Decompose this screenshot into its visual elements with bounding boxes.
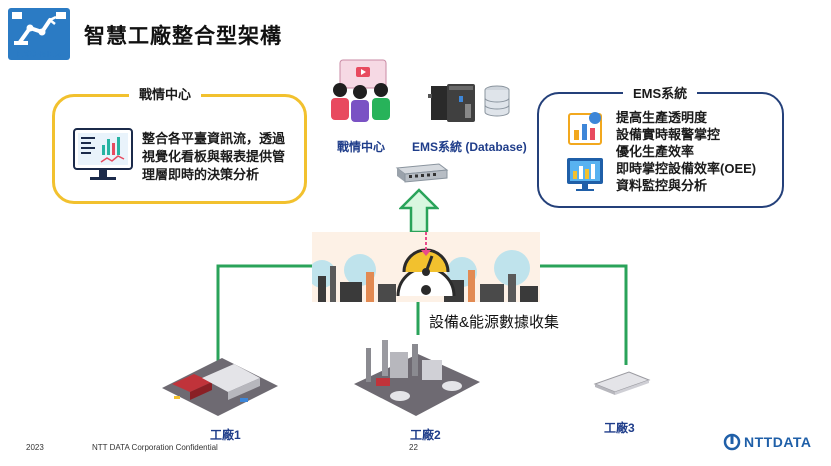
data-collection-label: 設備&能源數據收集 bbox=[429, 314, 560, 331]
ems-feature: 即時掌控設備效率(OEE) bbox=[616, 161, 757, 176]
page-title: 智慧工廠整合型架構 bbox=[84, 25, 282, 48]
factory-1-label: 工廠1 bbox=[210, 428, 241, 442]
war-room-desc-line: 理層即時的決策分析 bbox=[142, 167, 260, 182]
war-room-label: 戰情中心 bbox=[337, 140, 386, 154]
oee-monitor-icon bbox=[567, 158, 603, 191]
footer-year: 2023 bbox=[26, 443, 44, 452]
ems-database-label: EMS系統 (Database) bbox=[412, 140, 527, 154]
war-room-description: 整合各平臺資訊流，透過 視覺化看板與報表提供管 理層即時的決策分析 bbox=[142, 130, 302, 184]
ntt-logo-icon bbox=[723, 433, 741, 451]
footer-confidential: NTT DATA Corporation Confidential bbox=[92, 443, 218, 452]
factory-2-illustration bbox=[354, 340, 480, 416]
factory-1-illustration bbox=[162, 358, 278, 416]
ems-feature-list: 提高生產透明度 設備實時報警掌控 優化生產效率 即時掌控設備效率(OEE) 資料… bbox=[616, 109, 756, 194]
war-room-desc-line: 整合各平臺資訊流，透過 bbox=[142, 131, 286, 146]
war-room-panel-title: 戰情中心 bbox=[129, 84, 202, 103]
exc-mes-logo bbox=[8, 8, 70, 60]
ems-feature: 資料監控與分析 bbox=[616, 178, 708, 193]
industrial-skyline-illustration bbox=[312, 232, 540, 302]
factory-3-illustration bbox=[593, 371, 651, 395]
ems-panel-title: EMS系統 bbox=[623, 83, 698, 102]
logo-text: EXC-MES bbox=[16, 49, 62, 59]
footer-page-number: 22 bbox=[409, 443, 418, 452]
ntt-data-wordmark: NTTDATA bbox=[744, 434, 812, 450]
network-switch-icon bbox=[395, 163, 449, 183]
transparency-chart-icon bbox=[568, 112, 602, 145]
dashboard-monitor-icon bbox=[73, 128, 133, 180]
factory-2-label: 工廠2 bbox=[410, 428, 441, 442]
database-server-icon bbox=[428, 84, 510, 122]
war-room-desc-line: 視覺化看板與報表提供管 bbox=[142, 149, 286, 164]
robot-arm-icon bbox=[12, 12, 66, 45]
war-room-team-illustration bbox=[331, 59, 390, 122]
factory-3-label: 工廠3 bbox=[604, 421, 635, 435]
ntt-data-logo: NTTDATA bbox=[723, 433, 812, 451]
ems-feature: 提高生產透明度 bbox=[616, 110, 708, 125]
ems-feature: 設備實時報警掌控 bbox=[616, 127, 721, 142]
ems-feature: 優化生產效率 bbox=[616, 144, 695, 159]
